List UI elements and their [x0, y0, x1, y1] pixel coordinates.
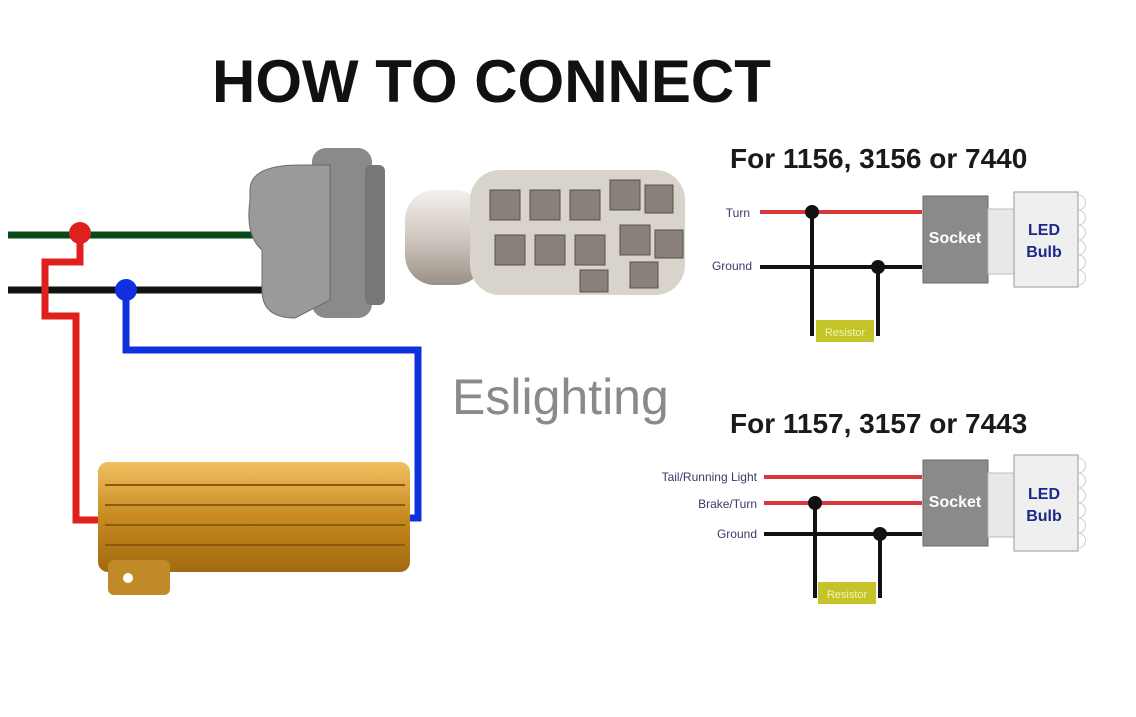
diagram-heading: For 1156, 3156 or 7440	[730, 143, 1027, 174]
socket-box	[922, 459, 989, 547]
blue-junction	[115, 279, 137, 301]
resistor-label: Resistor	[827, 589, 868, 601]
wire-label-ground: Ground	[712, 259, 752, 273]
resistor-box	[818, 582, 876, 604]
diagram-1157: For 1157, 3157 or 7443 Tail/Running Ligh…	[662, 408, 1086, 604]
wire-label-ground: Ground	[717, 527, 757, 541]
red-junction	[69, 222, 91, 244]
resistor-box	[816, 320, 874, 342]
led-label: LED	[1028, 486, 1060, 503]
blue-wire	[122, 290, 422, 522]
page-title: HOW TO CONNECT	[212, 48, 771, 115]
led-label: LED	[1028, 222, 1060, 239]
socket-label: Socket	[929, 494, 982, 511]
wire-label-brake: Brake/Turn	[698, 497, 757, 511]
bulb-label: Bulb	[1026, 508, 1062, 525]
diagram-heading: For 1157, 3157 or 7443	[730, 408, 1027, 439]
wire-label-turn: Turn	[726, 206, 750, 220]
left-wiring	[8, 148, 685, 595]
led-bulb-box	[1013, 454, 1079, 552]
led-bulb-image	[405, 170, 685, 295]
diagram-1156: For 1156, 3156 or 7440 Turn Ground Resis…	[712, 143, 1086, 342]
led-bulb-box	[1013, 191, 1079, 288]
power-resistor-image	[98, 462, 410, 595]
resistor-label: Resistor	[825, 327, 866, 339]
watermark: Eslighting	[452, 369, 669, 425]
socket-label: Socket	[929, 230, 982, 247]
red-wire	[41, 235, 104, 524]
bulb-label: Bulb	[1026, 244, 1062, 261]
bulb-socket-image	[248, 148, 385, 319]
wire-label-tail: Tail/Running Light	[662, 470, 758, 484]
